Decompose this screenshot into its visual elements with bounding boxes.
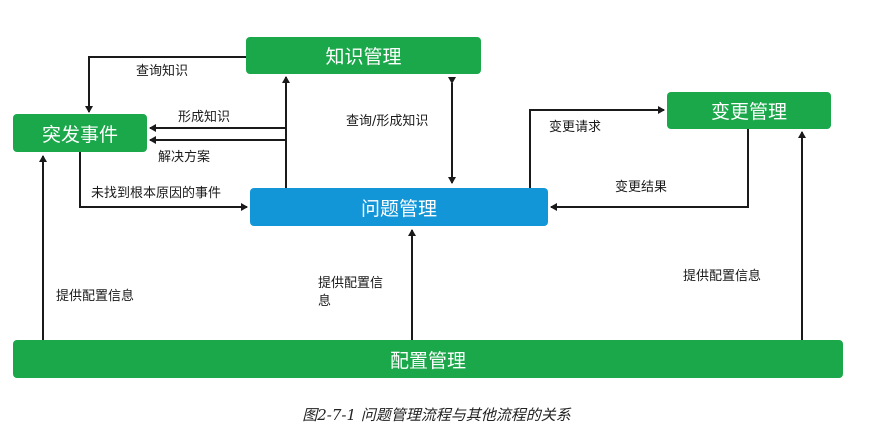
arrow-change-to-problem [550, 128, 749, 211]
node-knowledge-management: 知识管理 [246, 37, 481, 74]
label-config-info-left: 提供配置信息 [56, 289, 135, 304]
arrow-incident-to-problem [79, 150, 248, 211]
label-solution: 解决方案 [158, 150, 211, 165]
label-no-root-cause: 未找到根本原因的事件 [91, 186, 222, 201]
node-problem-management: 问题管理 [250, 188, 548, 226]
label-query-knowledge: 查询知识 [136, 64, 189, 79]
label-config-info-right: 提供配置信息 [683, 269, 762, 284]
label-change-request: 变更请求 [549, 120, 602, 135]
node-change-management: 变更管理 [667, 92, 831, 129]
node-config-management: 配置管理 [13, 340, 843, 378]
label-config-info-mid-line1: 提供配置信 [318, 276, 384, 291]
arrow-knowledge-to-incident [85, 56, 246, 113]
label-query-form-knowledge: 查询/形成知识 [346, 114, 429, 129]
label-config-info-mid-line2: 息 [318, 294, 332, 309]
figure-caption: 图2-7-1 问题管理流程与其他流程的关系 [302, 406, 571, 424]
label-change-result: 变更结果 [615, 180, 668, 195]
label-form-knowledge: 形成知识 [178, 110, 231, 125]
arrow-problem-to-change [529, 106, 665, 188]
node-incident: 突发事件 [13, 114, 147, 152]
